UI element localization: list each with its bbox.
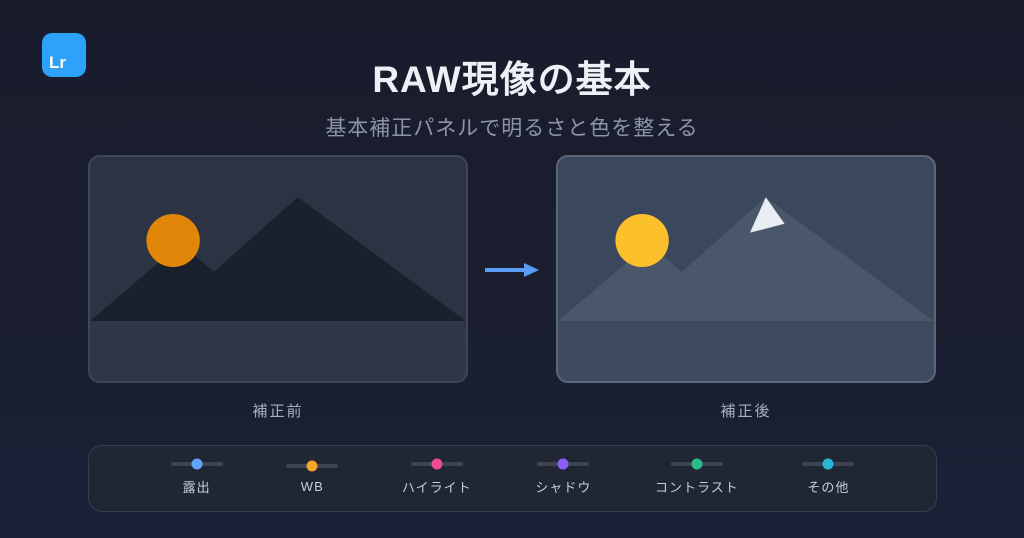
slider-track[interactable] (410, 458, 463, 469)
arrow-right-icon (485, 263, 539, 277)
slider-knob[interactable] (557, 458, 569, 469)
slider-label: コントラスト (654, 479, 739, 495)
after-scene (558, 197, 934, 381)
slider-label: 露出 (182, 479, 211, 495)
slider-track[interactable] (670, 458, 723, 469)
slider-shadows: シャドウ (535, 458, 592, 496)
slider-exposure: 露出 (170, 458, 223, 496)
snow-cap-shape (749, 197, 785, 233)
slider-contrast: コントラスト (654, 458, 739, 496)
slider-knob[interactable] (306, 460, 318, 471)
ground-strip (90, 321, 466, 381)
sun-icon (146, 213, 200, 268)
sun-icon (615, 213, 669, 268)
after-image-card (556, 155, 936, 383)
header: RAW現像の基本 基本補正パネルで明るさと色を整える (0, 49, 1024, 142)
slider-label: ハイライト (401, 479, 472, 495)
mountains-light-shape (558, 197, 934, 322)
ground-strip (558, 321, 934, 381)
after-label: 補正後 (720, 403, 772, 420)
slider-label: シャドウ (535, 479, 592, 495)
slider-track[interactable] (170, 458, 223, 469)
slider-white-balance: WB (286, 460, 339, 494)
before-label: 補正前 (252, 403, 304, 420)
slider-track[interactable] (802, 458, 855, 469)
adjustments-panel: 露出 WB ハイライト シャドウ コントラスト その他 (88, 445, 937, 512)
lightroom-logo-text: Lr (49, 53, 66, 73)
slider-track[interactable] (286, 460, 339, 471)
slider-track[interactable] (537, 458, 590, 469)
slider-label: その他 (807, 479, 850, 495)
mountains-dark-shape (90, 197, 466, 322)
before-image-card (88, 155, 468, 383)
before-scene (90, 197, 466, 381)
lightroom-logo: Lr (42, 33, 86, 77)
slider-knob[interactable] (822, 458, 834, 469)
slider-others: その他 (802, 458, 855, 496)
page-title: RAW現像の基本 (372, 59, 652, 100)
slider-label: WB (300, 478, 324, 494)
page-subtitle: 基本補正パネルで明るさと色を整える (325, 117, 699, 140)
slider-knob[interactable] (691, 458, 703, 469)
slider-knob[interactable] (431, 458, 443, 469)
slider-highlights: ハイライト (401, 458, 472, 496)
slider-knob[interactable] (191, 458, 203, 469)
